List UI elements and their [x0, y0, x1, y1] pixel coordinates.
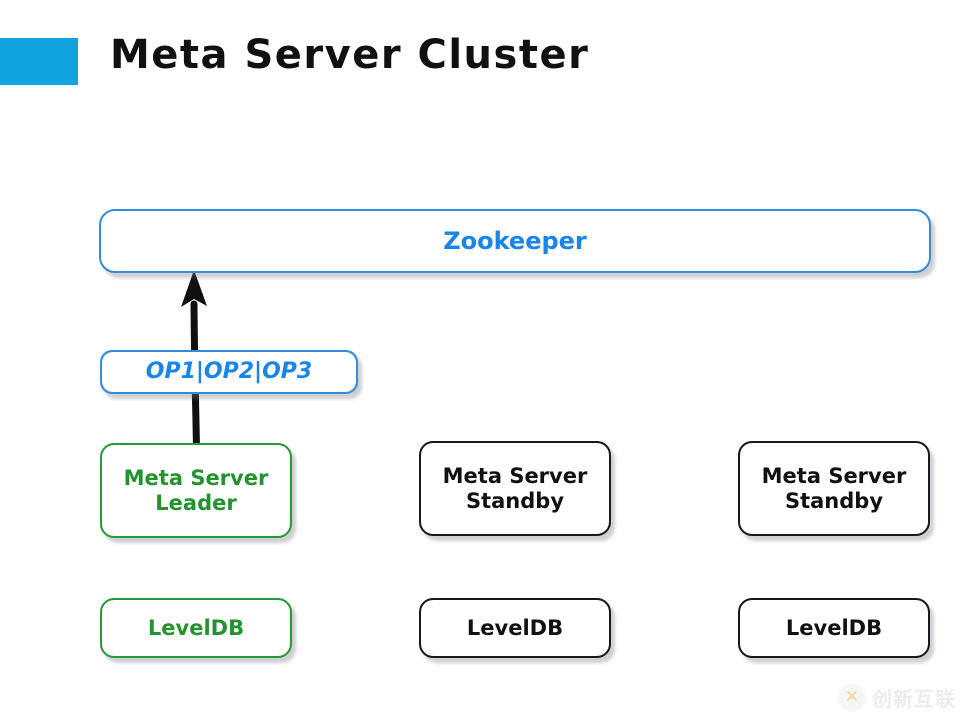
node-leveldb-3[interactable]: LevelDB [738, 598, 930, 658]
node-op-operations[interactable]: OP1|OP2|OP3 [100, 350, 358, 394]
node-meta-server-leader[interactable]: Meta Server Leader [100, 443, 292, 538]
watermark-x-glyph: ✕ [844, 687, 860, 707]
node-meta-server-standby-2-label: Meta Server Standby [761, 463, 907, 513]
node-leveldb-2-label: LevelDB [466, 615, 564, 640]
node-op-operations-label: OP1|OP2|OP3 [145, 359, 313, 385]
node-meta-server-leader-label: Meta Server Leader [123, 465, 269, 515]
title-accent-bar [0, 38, 78, 85]
node-zookeeper[interactable]: Zookeeper [99, 209, 931, 273]
node-meta-server-standby-1[interactable]: Meta Server Standby [419, 441, 611, 536]
node-meta-server-standby-1-label: Meta Server Standby [442, 463, 588, 513]
watermark: ✕ 创新互联 [838, 683, 956, 712]
node-leveldb-1-label: LevelDB [147, 615, 245, 640]
watermark-logo-icon: ✕ [838, 683, 866, 712]
node-leveldb-2[interactable]: LevelDB [419, 598, 611, 658]
node-meta-server-standby-2[interactable]: Meta Server Standby [738, 441, 930, 536]
node-leveldb-1[interactable]: LevelDB [100, 598, 292, 658]
node-leveldb-3-label: LevelDB [785, 615, 883, 640]
node-zookeeper-label: Zookeeper [443, 226, 587, 255]
page-title: Meta Server Cluster [110, 32, 590, 78]
watermark-label: 创新互联 [872, 687, 956, 711]
